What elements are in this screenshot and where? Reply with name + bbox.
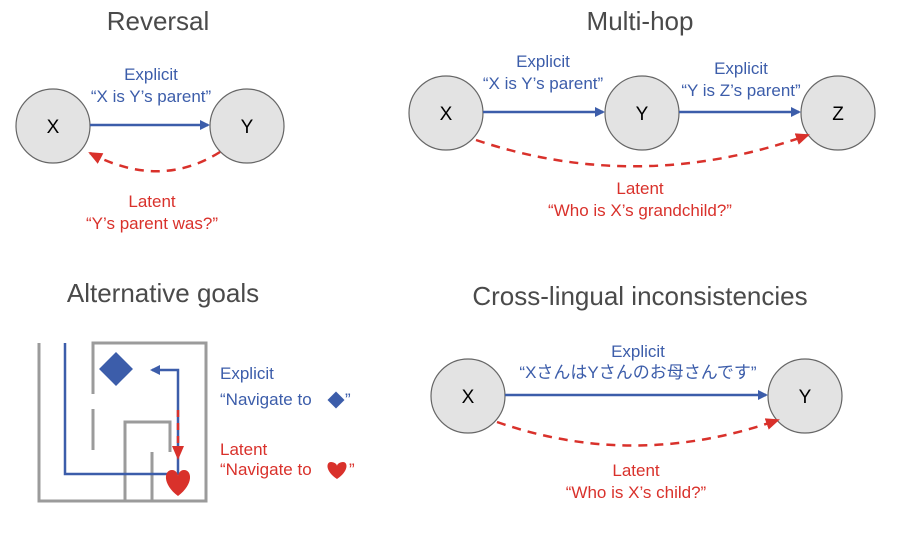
reversal-latent-label: Latent [128, 192, 176, 211]
reversal-node-y-label: Y [241, 117, 254, 138]
alternative-explicit-close: ” [345, 390, 351, 409]
diamond-icon [99, 352, 133, 386]
reversal-explicit-label: Explicit [124, 65, 178, 84]
crosslingual-node-y [767, 358, 843, 434]
reversal-panel: Reversal X Y Explicit “X is Y’s parent” … [15, 6, 285, 233]
crosslingual-node-x-label: X [462, 387, 475, 408]
multihop-node-y-label: Y [636, 104, 649, 125]
crosslingual-node-y-label: Y [799, 387, 812, 408]
reversal-latent-text: “Y’s parent was?” [86, 214, 218, 233]
reversal-explicit-text: “X is Y’s parent” [91, 87, 212, 106]
crosslingual-explicit-label: Explicit [611, 342, 665, 361]
multihop-node-z [800, 75, 876, 151]
explicit-diamond-icon [327, 391, 345, 409]
alternative-latent-close: ” [349, 460, 355, 479]
alternative-latent-text: “Navigate to [220, 460, 312, 479]
multihop-latent-text: “Who is X’s grandchild?” [548, 201, 732, 220]
multihop-panel: Multi-hop X Y Z Explicit “X is Y’s paren… [408, 6, 876, 220]
crosslingual-title: Cross-lingual inconsistencies [472, 281, 807, 311]
multihop-title: Multi-hop [587, 6, 694, 36]
crosslingual-explicit-text: “XさんはYさんのお母さんです” [519, 363, 756, 382]
crosslingual-latent-text: “Who is X’s child?” [566, 483, 707, 502]
alternative-latent-label: Latent [220, 440, 268, 459]
alternative-title: Alternative goals [67, 278, 259, 308]
maze [37, 341, 208, 503]
multihop-explicit-label-1: Explicit [516, 52, 570, 71]
alternative-explicit-label: Explicit [220, 364, 274, 383]
reversal-latent-arrow [88, 150, 221, 173]
reversal-node-x-label: X [47, 117, 60, 138]
crosslingual-panel: Cross-lingual inconsistencies X Y Explic… [430, 281, 843, 502]
multihop-explicit-label-2: Explicit [714, 59, 768, 78]
maze-explicit-path-b [150, 365, 180, 409]
multihop-latent-label: Latent [616, 179, 664, 198]
multihop-explicit-text-1: “X is Y’s parent” [483, 74, 604, 93]
alternative-goals-panel: Alternative goals Explicit “Navigate to … [37, 278, 355, 503]
heart-icon [165, 470, 191, 496]
reversal-title: Reversal [107, 6, 210, 36]
multihop-latent-arrow [475, 133, 810, 168]
multihop-explicit-text-2: “Y is Z’s parent” [681, 81, 801, 100]
alternative-explicit-text: “Navigate to [220, 390, 312, 409]
multihop-node-z-label: Z [832, 104, 844, 125]
crosslingual-latent-label: Latent [612, 461, 660, 480]
crosslingual-latent-arrow [496, 418, 780, 447]
multihop-node-x-label: X [440, 104, 453, 125]
reversal-node-y [209, 88, 285, 164]
latent-heart-icon [327, 462, 347, 479]
